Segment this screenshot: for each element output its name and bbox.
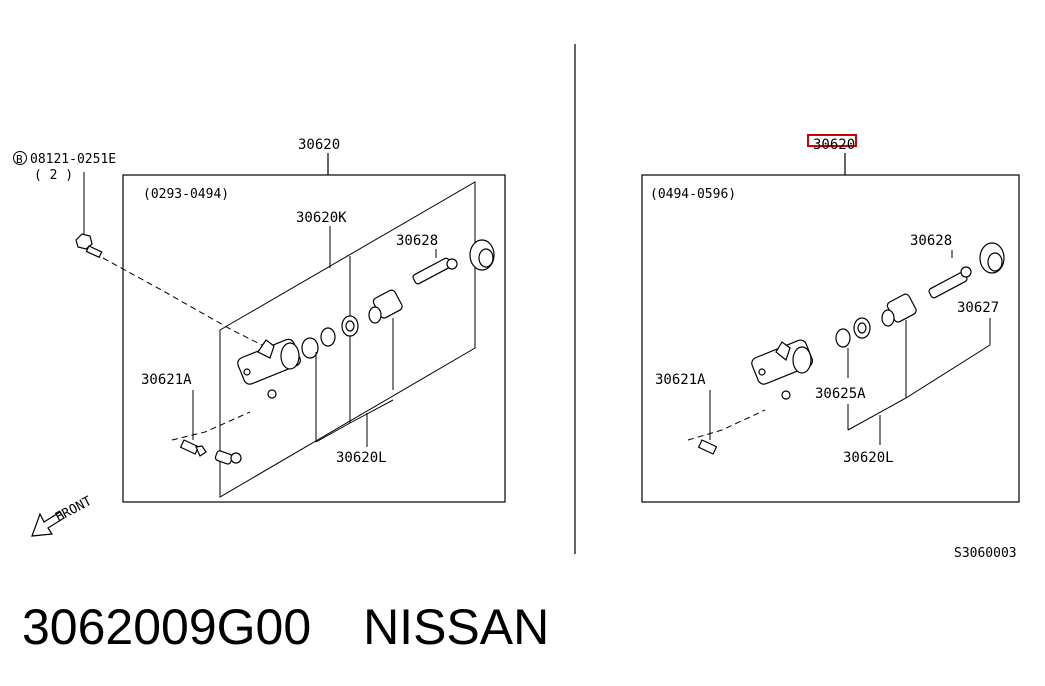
right-label-30628[interactable]: 30628 <box>910 233 952 249</box>
right-cylinder-body-icon <box>751 339 814 400</box>
dust-boot-icon <box>979 242 1005 274</box>
right-date-range: (0494-0596) <box>650 187 736 202</box>
left-label-30628[interactable]: 30628 <box>396 233 438 249</box>
front-direction-label: FRONT <box>53 494 95 526</box>
piston-icon <box>881 293 917 327</box>
bolt-icon <box>75 233 103 259</box>
footer-caption: 3062009G00 NISSAN <box>22 598 587 656</box>
bolt-b-marker: B <box>16 153 23 166</box>
bolt-quantity: ( 2 ) <box>34 168 73 183</box>
left-date-range: (0293-0494) <box>143 187 229 202</box>
dust-boot-icon <box>469 239 495 271</box>
left-panel-box <box>122 174 506 503</box>
seal-icon <box>301 315 359 359</box>
front-direction-arrow-icon <box>31 511 65 537</box>
brand-name: NISSAN <box>363 599 550 655</box>
bolt-b-marker-icon <box>13 151 27 165</box>
left-label-30620L[interactable]: 30620L <box>336 450 387 466</box>
right-label-30625A[interactable]: 30625A <box>815 386 866 402</box>
left-cylinder-body-icon <box>237 338 301 399</box>
push-rod-icon <box>928 266 972 299</box>
left-panel: 30620 (0293-0494) B 08121-0251E ( 2 ) 30… <box>13 137 506 537</box>
right-panel-box <box>641 174 1020 503</box>
piston-icon <box>368 289 403 324</box>
bleeder-screw-icon <box>697 439 718 455</box>
right-label-30621A[interactable]: 30621A <box>655 372 706 388</box>
figure-code: S3060003 <box>954 546 1017 561</box>
seal-icon <box>835 317 871 348</box>
highlight-marker <box>807 134 857 147</box>
bleeder-screw-icon <box>179 439 207 457</box>
left-label-30620K[interactable]: 30620K <box>296 210 347 226</box>
left-assembly-label[interactable]: 30620 <box>298 137 340 153</box>
left-label-30621A[interactable]: 30621A <box>141 372 192 388</box>
bolt-part-label[interactable]: 08121-0251E <box>30 152 116 167</box>
bleeder-cap-icon <box>214 450 242 465</box>
right-label-30627[interactable]: 30627 <box>957 300 999 316</box>
right-panel: 30620 (0494-0596) 30628 30627 <box>641 134 1020 561</box>
right-assembly-label[interactable]: 30620 <box>813 137 855 153</box>
push-rod-icon <box>412 257 458 285</box>
right-label-30620L[interactable]: 30620L <box>843 450 894 466</box>
part-number: 3062009G00 <box>22 599 312 655</box>
